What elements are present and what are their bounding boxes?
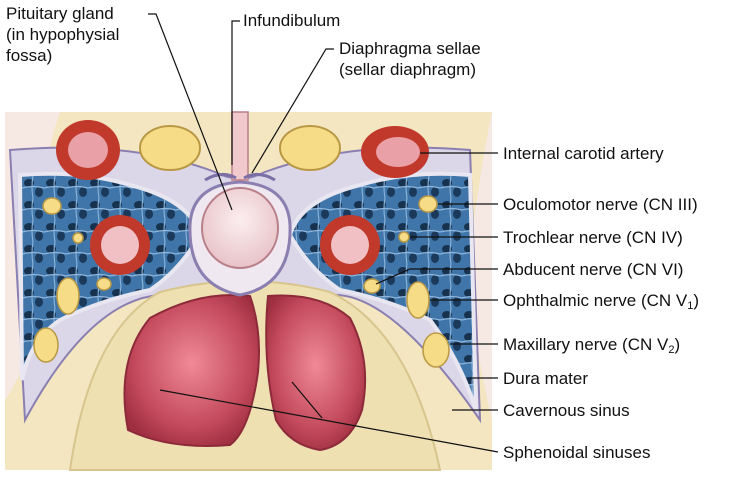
trochlear-nerve-left bbox=[73, 233, 83, 243]
label-cavernous: Cavernous sinus bbox=[503, 400, 630, 421]
maxillary-nerve-left bbox=[34, 328, 58, 362]
sphenoidal-sinus-right bbox=[266, 295, 365, 450]
label-internal-carotid: Internal carotid artery bbox=[503, 143, 664, 164]
optic-right bbox=[280, 126, 340, 170]
label-maxillary-text: Maxillary nerve (CN V bbox=[503, 335, 668, 354]
label-oculomotor: Oculomotor nerve (CN III) bbox=[503, 194, 698, 215]
label-ophthalmic-text: Ophthalmic nerve (CN V bbox=[503, 291, 687, 310]
label-dura: Dura mater bbox=[503, 368, 588, 389]
abducent-nerve-left bbox=[97, 278, 111, 290]
carotid-upper-left bbox=[56, 120, 120, 180]
maxillary-nerve bbox=[423, 333, 449, 367]
oculomotor-nerve-left bbox=[43, 198, 61, 214]
label-maxillary: Maxillary nerve (CN V2) bbox=[503, 334, 680, 355]
label-sphenoidal: Sphenoidal sinuses bbox=[503, 442, 650, 463]
label-pituitary-line2: (in hypophysial bbox=[6, 24, 119, 45]
trochlear-nerve bbox=[399, 232, 409, 242]
label-pituitary-line1: Pituitary gland bbox=[6, 3, 114, 24]
abducent-nerve bbox=[364, 279, 380, 293]
carotid-lower-right bbox=[320, 215, 380, 275]
label-maxillary-close: ) bbox=[674, 335, 680, 354]
pituitary-gland bbox=[202, 188, 278, 268]
label-infundibulum: Infundibulum bbox=[243, 10, 340, 31]
ophthalmic-nerve-left bbox=[57, 278, 79, 314]
carotid-lower-left bbox=[90, 215, 150, 275]
infundibulum bbox=[232, 112, 248, 180]
label-pituitary-line3: fossa) bbox=[6, 45, 52, 66]
label-diaphragma-line1: Diaphragma sellae bbox=[339, 38, 481, 59]
label-abducent: Abducent nerve (CN VI) bbox=[503, 259, 683, 280]
tissue-section bbox=[5, 112, 492, 470]
oculomotor-nerve bbox=[419, 196, 437, 212]
carotid-upper-right bbox=[361, 126, 429, 178]
optic-left bbox=[140, 126, 200, 170]
label-ophthalmic: Ophthalmic nerve (CN V1) bbox=[503, 290, 699, 311]
label-trochlear: Trochlear nerve (CN IV) bbox=[503, 227, 683, 248]
label-ophthalmic-close: ) bbox=[693, 291, 699, 310]
label-diaphragma-line2: (sellar diaphragm) bbox=[339, 59, 476, 80]
ophthalmic-nerve bbox=[407, 282, 429, 318]
